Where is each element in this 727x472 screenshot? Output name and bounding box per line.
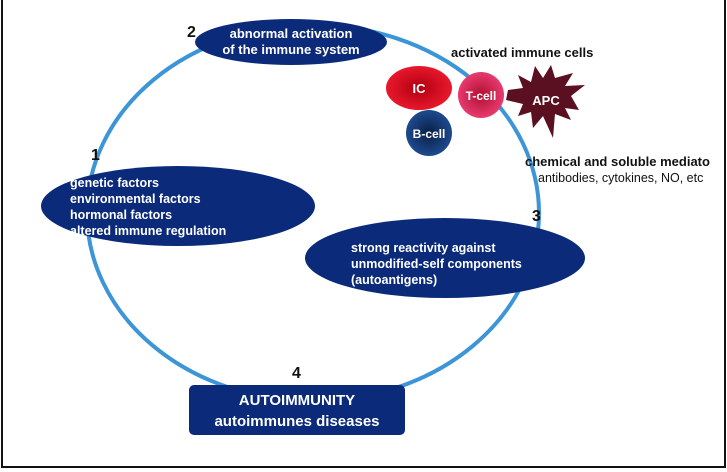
step-3-line: strong reactivity against [351,241,496,255]
step-1-node [41,166,315,246]
autoimmunity-cycle-diagram: abnormal activation of the immune system… [41,19,710,435]
step-3-line: unmodified-self components [351,257,522,271]
step-1-line: environmental factors [70,192,201,206]
step-1-line: hormonal factors [70,208,172,222]
b-cell-label: B-cell [413,127,446,141]
step-3-number: 3 [532,208,541,225]
step-3-node [305,218,585,298]
apc-label: APC [532,93,560,108]
step-3-line: (autoantigens) [351,273,437,287]
step-4-subtitle: autoimmunes diseases [214,413,379,430]
b-cell [406,110,452,156]
step-2-line: of the immune system [222,42,359,57]
step-1-line: altered immune regulation [70,224,226,238]
step-2-line: abnormal activation [230,26,353,41]
step-4-number: 4 [292,365,301,382]
step-2-node [195,19,387,65]
apc-cell [506,65,585,138]
mediators-subtitle: antibodies, cytokines, NO, etc [538,171,703,185]
activated-cells-label: activated immune cells [451,45,593,60]
ic-cell [386,66,452,110]
mediators-title: chemical and soluble mediato [525,154,710,169]
step-4-title: AUTOIMMUNITY [239,392,355,409]
t-cell-label: T-cell [466,89,497,103]
t-cell [458,72,504,118]
step-1-number: 1 [91,147,100,164]
step-2-number: 2 [187,24,196,41]
step-4-node [189,385,405,435]
ic-label: IC [413,81,427,96]
step-1-line: genetic factors [70,176,159,190]
